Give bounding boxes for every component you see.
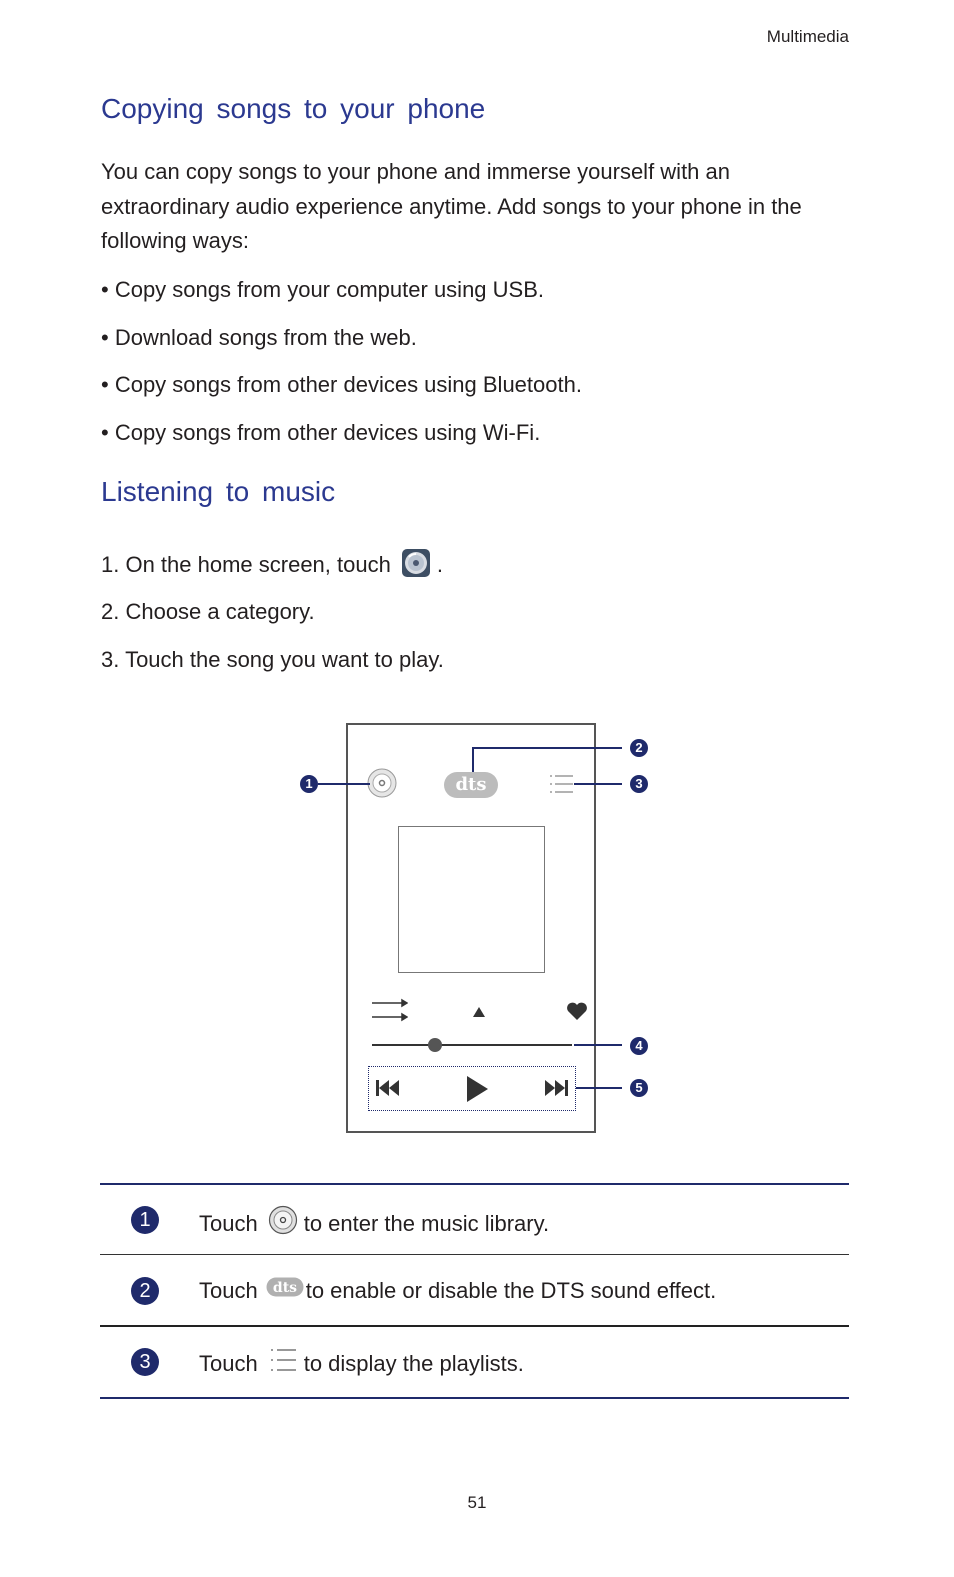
table-row-number: 1 xyxy=(131,1206,159,1234)
heart-icon xyxy=(567,1002,587,1020)
callout-1: 1 xyxy=(300,775,318,793)
playlist-icon xyxy=(550,775,573,793)
bullet-item: • Copy songs from other devices using Bl… xyxy=(101,372,582,397)
progress-thumb xyxy=(428,1038,442,1052)
callout-5: 5 xyxy=(630,1079,648,1097)
library-button xyxy=(367,768,397,798)
table-row-desc: to enable or disable the DTS sound effec… xyxy=(305,1278,717,1303)
table-row-desc: to display the playlists. xyxy=(303,1350,524,1376)
callout-line xyxy=(576,1087,622,1089)
callout-line xyxy=(318,783,370,785)
dts-icon: dts xyxy=(266,1277,304,1303)
table-row-lead: Touch xyxy=(199,1210,258,1236)
callout-line xyxy=(574,1044,622,1046)
expand-button xyxy=(472,1005,486,1023)
library-disc-icon xyxy=(367,768,397,798)
step-1: 1. On the home screen, touch . xyxy=(101,548,443,581)
progress-track xyxy=(372,1044,572,1046)
table-row-rule xyxy=(100,1254,849,1255)
previous-icon xyxy=(376,1080,399,1096)
next-icon xyxy=(545,1080,568,1096)
table-row: Touch dts to enable or disable the DTS s… xyxy=(199,1277,717,1305)
shuffle-icon xyxy=(372,998,409,1022)
playlist-icon xyxy=(268,1347,298,1379)
intro-paragraph: You can copy songs to your phone and imm… xyxy=(101,159,802,253)
dts-button: dts xyxy=(444,772,498,798)
up-arrow-icon xyxy=(473,1007,485,1017)
callout-4: 4 xyxy=(630,1037,648,1055)
playback-controls xyxy=(368,1066,576,1111)
music-app-icon xyxy=(401,548,431,578)
callout-line xyxy=(472,747,622,749)
step-1-text: 1. On the home screen, touch xyxy=(101,551,391,577)
page-number: 51 xyxy=(467,1493,487,1512)
section-title-listening: Listening to music xyxy=(101,476,336,507)
table-row-lead: Touch xyxy=(199,1350,258,1376)
play-icon xyxy=(467,1076,488,1102)
bullet-item: • Copy songs from your computer using US… xyxy=(101,277,544,302)
table-row-lead: Touch xyxy=(199,1278,258,1303)
music-player-screenshot: dts xyxy=(346,723,596,1133)
table-row-rule xyxy=(100,1325,849,1327)
table-top-rule xyxy=(100,1183,849,1185)
step-1-period: . xyxy=(436,551,443,577)
dts-label: dts xyxy=(455,774,487,795)
table-bottom-rule xyxy=(100,1397,849,1399)
shuffle-button xyxy=(370,997,409,1028)
section-title-copying: Copying songs to your phone xyxy=(101,93,486,124)
callout-3: 3 xyxy=(630,775,648,793)
bullet-item: • Download songs from the web. xyxy=(101,325,417,350)
table-row-desc: to enter the music library. xyxy=(303,1210,550,1236)
table-row: Touch to enter the music library. xyxy=(199,1205,550,1243)
album-art xyxy=(398,826,545,973)
step-3: 3. Touch the song you want to play. xyxy=(101,647,444,672)
table-row-number: 2 xyxy=(131,1277,159,1305)
favorite-button xyxy=(566,1001,588,1026)
step-2: 2. Choose a category. xyxy=(101,599,315,624)
bullet-item: • Copy songs from other devices using Wi… xyxy=(101,420,541,445)
callout-line xyxy=(472,747,474,772)
library-disc-icon xyxy=(268,1205,298,1241)
svg-text:dts: dts xyxy=(273,1280,297,1296)
table-row-number: 3 xyxy=(131,1348,159,1376)
playlist-button xyxy=(549,772,575,801)
callout-line xyxy=(574,783,622,785)
running-header: Multimedia xyxy=(766,27,849,46)
table-row: Touch to display the playlists. xyxy=(199,1349,524,1381)
callout-2: 2 xyxy=(630,739,648,757)
